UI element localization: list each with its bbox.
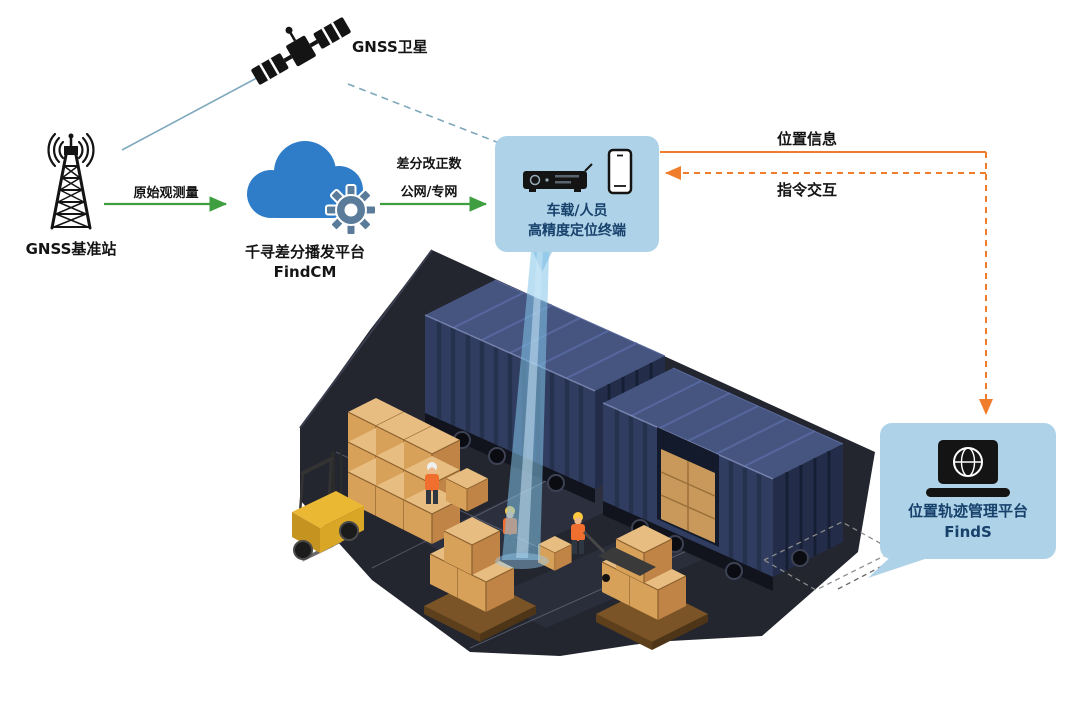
container-right bbox=[602, 367, 844, 591]
cloud-platform-icon bbox=[247, 141, 377, 236]
smartphone-icon bbox=[607, 148, 633, 195]
cloud-platform-product-label: FindCM bbox=[273, 263, 337, 281]
warehouse-scene bbox=[292, 249, 896, 656]
raw-observation-label: 原始观测量 bbox=[133, 186, 199, 201]
gear-icon bbox=[325, 184, 377, 236]
positioning-beam bbox=[495, 252, 549, 569]
pallet-jack bbox=[582, 530, 656, 582]
base-station-icon bbox=[47, 132, 95, 230]
terminal-label-line1: 车载/人员 bbox=[546, 202, 608, 219]
forklift bbox=[292, 449, 364, 562]
platform-label-product: FindS bbox=[944, 523, 992, 541]
pallet-stack-center bbox=[424, 516, 536, 642]
correction-label-line2: 公网/专网 bbox=[400, 185, 458, 200]
management-platform-node: 位置轨迹管理平台 FindS bbox=[880, 423, 1056, 559]
satellite-links bbox=[121, 71, 513, 151]
orange-arrows bbox=[660, 151, 993, 415]
receiver-icon bbox=[523, 163, 593, 192]
platform-label-name: 位置轨迹管理平台 bbox=[907, 502, 1028, 520]
terminal-label-line2: 高精度定位终端 bbox=[528, 222, 626, 239]
correction-label-line1: 差分改正数 bbox=[396, 157, 462, 172]
worker-1 bbox=[425, 462, 439, 504]
position-info-label: 位置信息 bbox=[776, 130, 837, 148]
worker-3 bbox=[571, 512, 585, 554]
pallet-stack-right bbox=[596, 524, 708, 650]
terminal-icons bbox=[519, 147, 635, 197]
laptop-globe-icon bbox=[926, 440, 1010, 497]
base-station-label: GNSS基准站 bbox=[25, 240, 117, 258]
satellite-icon bbox=[251, 17, 351, 85]
cloud-platform-label: 千寻差分播发平台 bbox=[244, 243, 365, 261]
command-interaction-label: 指令交互 bbox=[776, 181, 837, 199]
terminal-node: 车载/人员 高精度定位终端 bbox=[495, 136, 659, 252]
satellite-label: GNSS卫星 bbox=[352, 38, 428, 56]
